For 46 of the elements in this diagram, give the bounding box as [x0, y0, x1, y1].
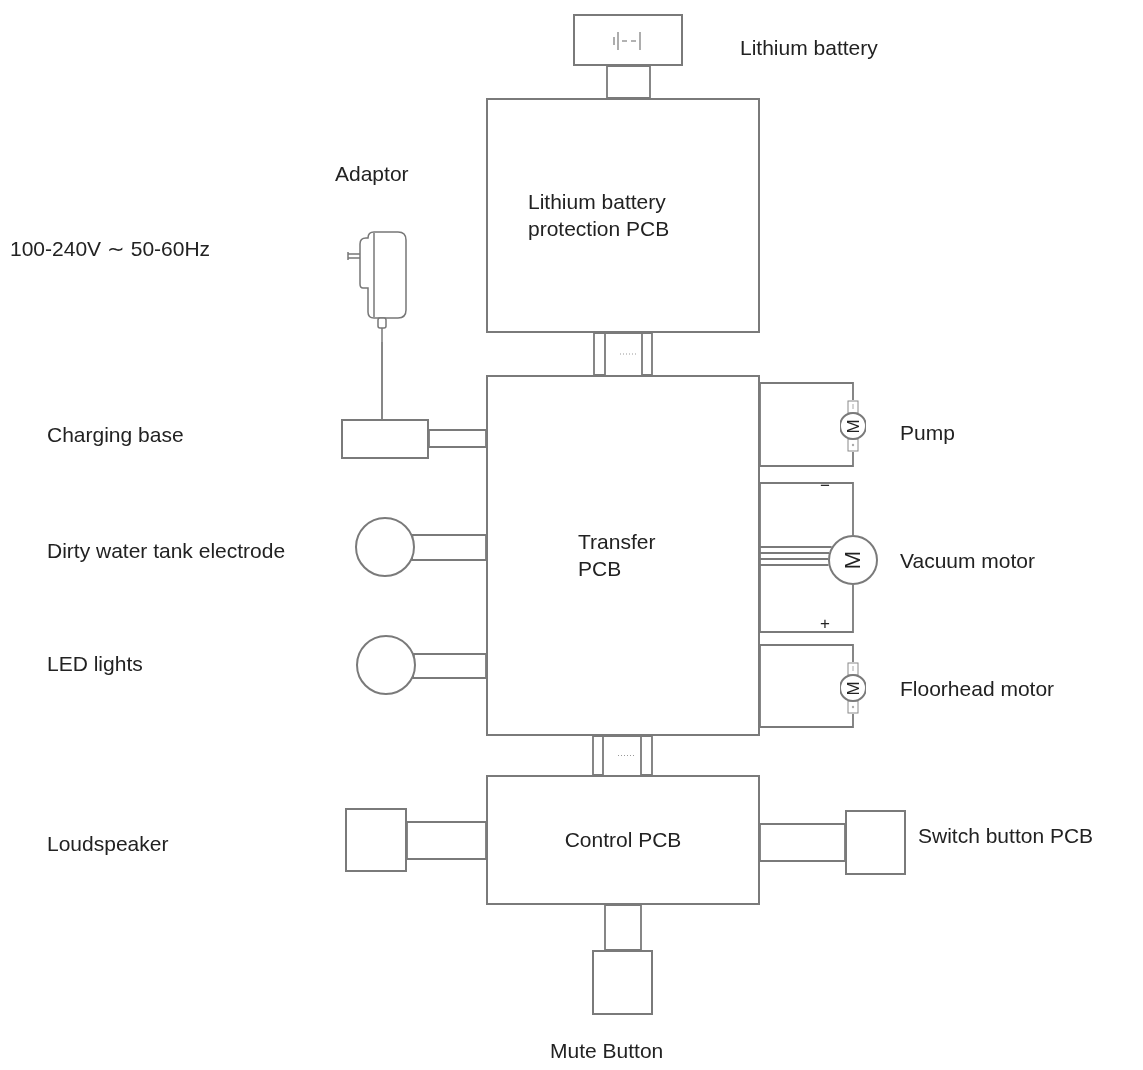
wire-pair — [759, 644, 854, 728]
wire-pair — [592, 735, 653, 776]
component-label: Vacuum motor — [900, 550, 1035, 571]
wire-pair — [412, 653, 487, 679]
component-box — [341, 419, 429, 459]
component-box — [573, 14, 683, 66]
polarity-sign: + — [820, 615, 830, 632]
motor-symbol — [828, 535, 878, 585]
component-label: Loudspeaker — [47, 833, 169, 854]
wire-pair — [411, 534, 487, 561]
wire-pair — [406, 821, 487, 860]
pcb-label: Transfer PCB — [578, 529, 657, 582]
pcb-label: Lithium battery protection PCB — [528, 189, 671, 242]
component-label: Dirty water tank electrode — [47, 540, 286, 561]
wire-pair — [759, 382, 854, 467]
wire-pair — [606, 65, 651, 99]
motor-symbol — [840, 662, 866, 714]
pcb-label: Control PCB — [564, 826, 682, 853]
voltage-label: 100-240V ∼ 50-60Hz — [10, 238, 211, 259]
motor-letter: M — [842, 550, 864, 570]
pcb-box — [486, 98, 760, 333]
wire-pair — [759, 482, 854, 633]
wire-pair — [428, 429, 487, 448]
wire-pair — [604, 904, 642, 951]
polarity-sign: − — [820, 477, 830, 494]
cable — [381, 341, 383, 420]
component-label: Adaptor — [335, 163, 409, 184]
motor-letter: M — [844, 680, 862, 696]
component-label: Pump — [900, 422, 955, 443]
component-box — [345, 808, 407, 872]
motor-letter: M — [844, 418, 862, 434]
pcb-box — [486, 375, 760, 736]
wire-pair — [593, 332, 653, 376]
component-label: Mute Button — [550, 1040, 664, 1061]
component-circle — [356, 635, 416, 695]
component-label: Charging base — [47, 424, 184, 445]
pcb-box — [486, 775, 760, 905]
component-circle — [355, 517, 415, 577]
component-box — [845, 810, 906, 875]
component-label: Floorhead motor — [900, 678, 1055, 699]
wire-pair — [759, 823, 846, 862]
component-label: Lithium battery — [740, 37, 878, 58]
component-box — [592, 950, 653, 1015]
component-label: LED lights — [47, 653, 143, 674]
motor-symbol — [840, 400, 866, 452]
component-label: Switch button PCB — [918, 825, 1094, 846]
